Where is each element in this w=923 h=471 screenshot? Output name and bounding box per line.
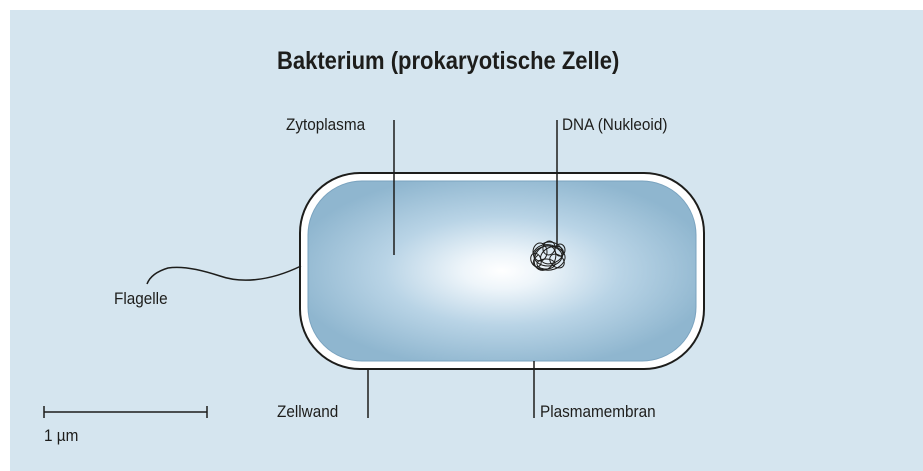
cytoplasm: [308, 181, 696, 361]
label-zytoplasma: Zytoplasma: [286, 115, 365, 135]
label-dna: DNA (Nukleoid): [562, 115, 667, 135]
scale-bar-label: 1 µm: [44, 426, 78, 446]
label-plasmamembran: Plasmamembran: [540, 402, 656, 422]
label-zellwand: Zellwand: [277, 402, 338, 422]
label-flagelle: Flagelle: [114, 289, 168, 309]
diagram-title: Bakterium (prokaryotische Zelle): [277, 47, 619, 76]
flagellum: [147, 266, 301, 284]
scale-bar: [44, 406, 207, 418]
